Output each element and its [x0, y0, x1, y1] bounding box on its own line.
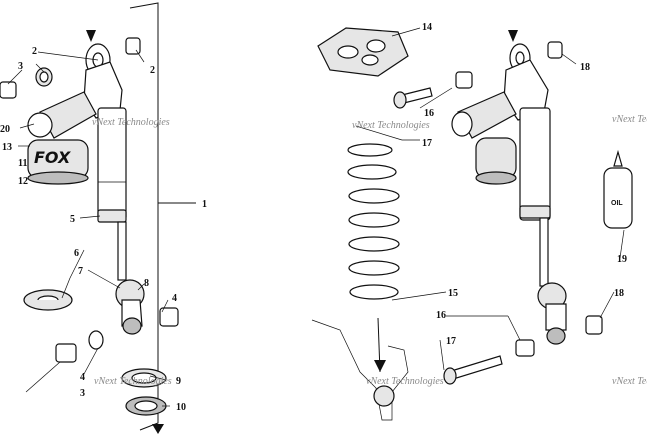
- watermark-3: vNext Technologies: [352, 120, 430, 131]
- callout-4b: 4: [80, 372, 85, 383]
- callout-2a: 2: [32, 46, 37, 57]
- callout-4a: 4: [172, 293, 177, 304]
- callout-2b: 2: [150, 65, 155, 76]
- callout-9: 9: [176, 376, 181, 387]
- left-spacers: [0, 37, 179, 416]
- oil-label: OIL: [611, 200, 623, 207]
- callout-15: 15: [448, 288, 458, 299]
- watermark-1: vNext Technologies: [92, 117, 170, 128]
- callout-13: 13: [2, 142, 12, 153]
- callout-8: 8: [144, 278, 149, 289]
- watermark-4: vNext Technologies: [366, 376, 444, 387]
- callout-11: 11: [18, 158, 27, 169]
- bottom-arrow-marker-left: [152, 424, 164, 434]
- callout-20: 20: [0, 124, 10, 135]
- top-arrow-marker-left: [86, 30, 96, 42]
- left-shock-absorber: [27, 43, 145, 335]
- callout-10: 10: [176, 402, 186, 413]
- callout-numbers: 1 2 2 3 3 4 4 5 6 7 8 9 10 11 12 13 14 1…: [0, 22, 627, 413]
- callout-18a: 18: [580, 62, 590, 73]
- callout-5: 5: [70, 214, 75, 225]
- right-shock-absorber: [451, 43, 567, 345]
- oil-bottle: [603, 149, 633, 229]
- callout-12: 12: [18, 176, 28, 187]
- callout-14: 14: [422, 22, 432, 33]
- callout-7: 7: [78, 266, 83, 277]
- top-arrow-marker-right: [508, 30, 518, 42]
- callout-1: 1: [202, 199, 207, 210]
- callout-19: 19: [617, 254, 627, 265]
- assembly-bracket-1: [129, 2, 196, 431]
- watermark-5: vNext Technologies: [612, 114, 647, 125]
- callout-17b: 17: [446, 336, 456, 347]
- gasket-plate: [317, 27, 409, 77]
- callout-6: 6: [74, 248, 79, 259]
- callout-16b: 16: [436, 310, 446, 321]
- callout-3b: 3: [80, 388, 85, 399]
- right-fasteners: [393, 41, 603, 385]
- fox-logo: FOX: [34, 148, 71, 167]
- callout-17a: 17: [422, 138, 432, 149]
- watermark-2: vNext Technologies: [94, 376, 172, 387]
- left-leader-lines: [7, 49, 170, 407]
- callout-3a: 3: [18, 61, 23, 72]
- right-leader-lines: [355, 27, 625, 371]
- watermark-6: vNext Technologies: [612, 376, 647, 387]
- callout-18b: 18: [614, 288, 624, 299]
- callout-16a: 16: [424, 108, 434, 119]
- coil-spring: [347, 143, 400, 300]
- frame-mount: [311, 317, 409, 421]
